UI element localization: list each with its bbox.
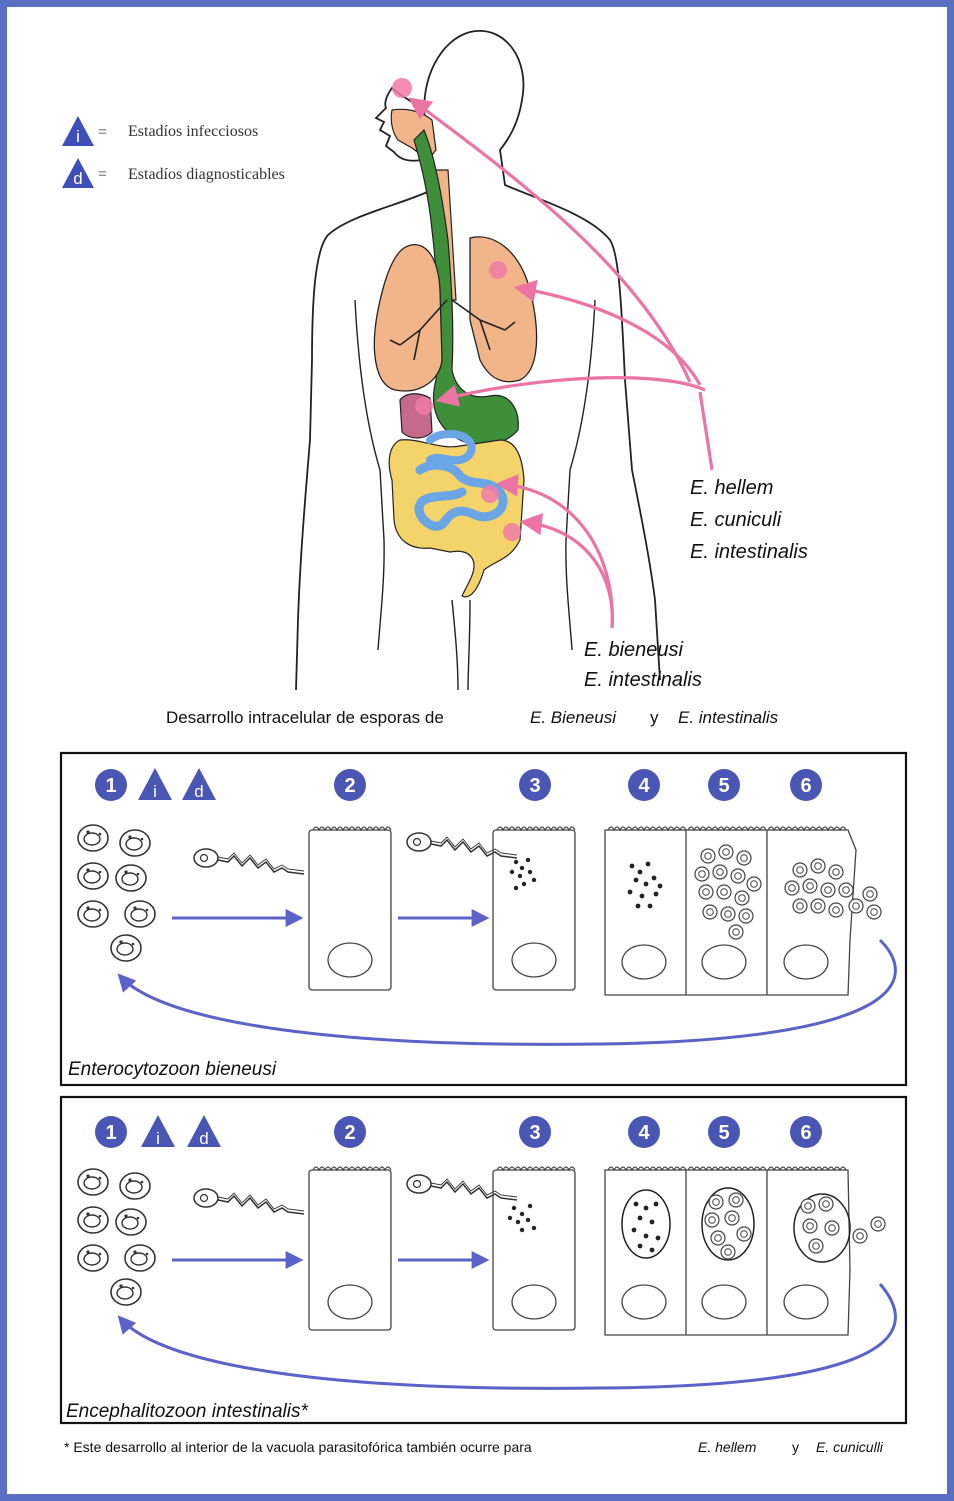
step-badge-4: 4 [638, 1122, 650, 1144]
species-hellem: E. hellem [690, 477, 773, 499]
caption-text: Desarrollo intracelular de esporas de [166, 708, 444, 727]
caption-conj: y [650, 708, 659, 727]
infectious-stage-icon: i [156, 1129, 160, 1148]
right-arm-inner [566, 300, 595, 650]
step-badge-6: 6 [800, 775, 811, 797]
legend-equals-1: = [98, 124, 107, 141]
species-bieneusi: E. bieneusi [584, 639, 684, 661]
step-badge-6: 6 [800, 1122, 811, 1144]
infectious-stage-icon: i [153, 782, 157, 801]
step-badge-1: 1 [105, 775, 116, 797]
section-caption: Desarrollo intracelular de esporas de E.… [166, 708, 779, 727]
step-badge-2: 2 [344, 1122, 355, 1144]
step-badge-4: 4 [638, 775, 650, 797]
step-badge-5: 5 [718, 775, 729, 797]
panel-title-intestinalis: Encephalitozoon intestinalis* [66, 1401, 308, 1422]
footnote-species-b: E. cuniculli [816, 1439, 884, 1455]
legend: i = Estadíos infecciosos d = Estadíos di… [62, 116, 285, 188]
lifecycle-panel-bieneusi: 1 i d 2 3 4 5 6 [61, 753, 906, 1085]
head-outline [424, 31, 660, 680]
step-badge-1: 1 [105, 1122, 116, 1144]
diagnostic-stage-icon: d [194, 782, 203, 801]
step-badge-3: 3 [529, 1122, 540, 1144]
diagnostic-symbol: d [73, 169, 82, 188]
panel-title-bieneusi: Enterocytozoon bieneusi [68, 1059, 277, 1080]
footnote-text: * Este desarrollo al interior de la vacu… [64, 1439, 532, 1455]
species-labels-lower: E. bieneusi E. intestinalis [584, 639, 702, 691]
infectious-symbol: i [76, 127, 80, 146]
right-lung [470, 237, 537, 382]
species-intestinalis-upper: E. intestinalis [690, 541, 808, 563]
legs-line [452, 600, 470, 690]
step-badge-2: 2 [344, 775, 355, 797]
caption-species-b: E. intestinalis [678, 708, 779, 727]
infectious-label: Estadíos infecciosos [128, 123, 258, 140]
legend-equals-2: = [98, 166, 107, 183]
species-labels-upper: E. hellem E. cuniculi E. intestinalis [690, 477, 808, 563]
caption-species-a: E. Bieneusi [530, 708, 617, 727]
step-badge-3: 3 [529, 775, 540, 797]
infectious-stage-icon: i [62, 116, 94, 146]
species-cuniculi: E. cuniculi [690, 509, 782, 531]
human-body [296, 31, 660, 690]
diagnostic-label: Estadíos diagnosticables [128, 166, 285, 183]
lifecycle-panel-intestinalis: 1 i d 2 3 4 5 6 [61, 1097, 906, 1423]
diagnostic-stage-icon: d [199, 1129, 208, 1148]
step-badge-5: 5 [718, 1122, 729, 1144]
footnote-conj: y [792, 1439, 799, 1455]
footnote: * Este desarrollo al interior de la vacu… [64, 1439, 884, 1455]
species-intestinalis-lower: E. intestinalis [584, 669, 702, 691]
footnote-species-a: E. hellem [698, 1439, 757, 1455]
diagnostic-stage-icon: d [62, 158, 94, 188]
